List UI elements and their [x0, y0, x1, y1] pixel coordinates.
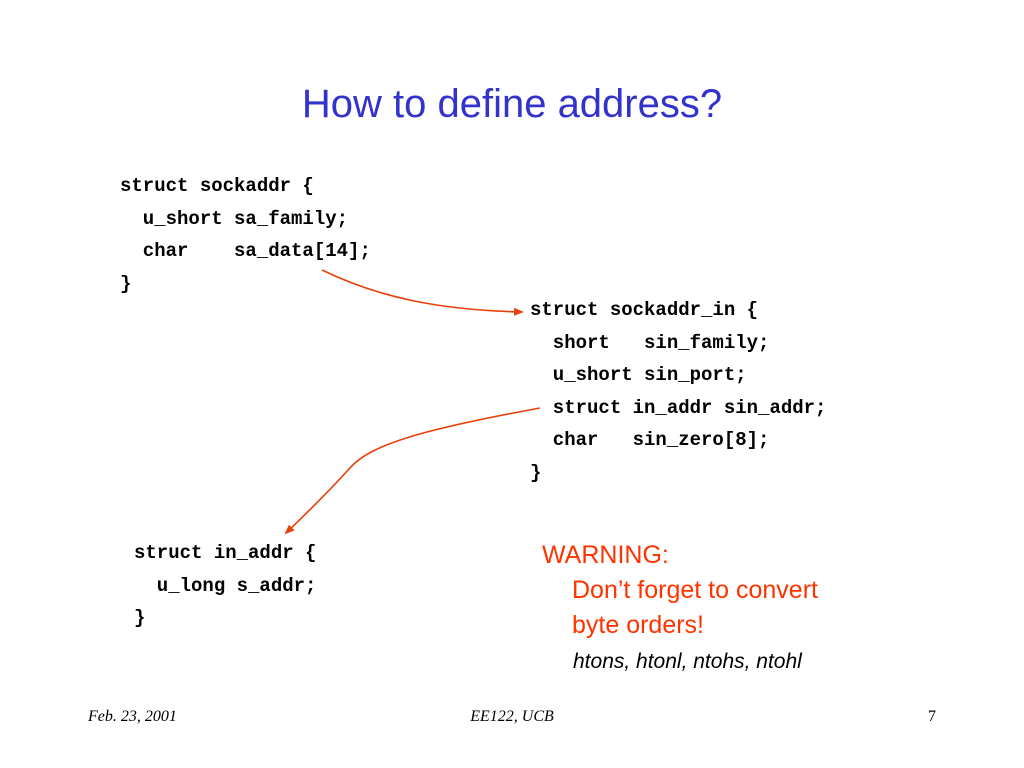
code-line: u_short sin_port; — [530, 364, 747, 386]
footer-page-number: 7 — [928, 708, 936, 725]
code-line: struct in_addr sin_addr; — [530, 396, 827, 419]
sockaddr-in-struct-code: struct sockaddr_in { short sin_family; u… — [530, 294, 826, 489]
in-addr-struct-code: struct in_addr { u_long s_addr;} — [134, 537, 316, 635]
footer-course: EE122, UCB — [470, 708, 554, 725]
code-line: u_short sa_family; — [120, 207, 349, 230]
slide-title: How to define address? — [301, 82, 723, 126]
code-line: u_long s_addr; — [134, 574, 317, 597]
sockaddr-struct-code: struct sockaddr { u_short sa_family; cha… — [120, 170, 371, 300]
code-line: char sin_zero[8]; — [530, 429, 770, 451]
footer-date: Feb. 23, 2001 — [88, 708, 177, 725]
byte-order-functions: htons, htonl, ntohs, ntohl — [573, 650, 802, 673]
warning-line-1: Don’t forget to convert — [572, 576, 818, 604]
warning-note: WARNING: Don’t forget to convert byte or… — [542, 538, 818, 643]
arrow-sin-addr-to-in-addr — [284, 407, 541, 535]
warning-line-2: byte orders! — [572, 611, 705, 639]
arrow-sockaddr-to-sockaddr-in — [321, 269, 524, 316]
code-line: struct in_addr { — [134, 542, 317, 564]
code-line: struct sockaddr_in { — [530, 299, 759, 321]
code-line: } — [120, 272, 132, 295]
code-line: } — [134, 607, 146, 629]
code-line: short sin_family; — [530, 331, 770, 354]
code-line: } — [530, 461, 542, 484]
code-line: struct sockaddr { — [120, 175, 314, 197]
code-line: char sa_data[14]; — [120, 240, 371, 262]
warning-heading: WARNING: — [542, 541, 669, 569]
